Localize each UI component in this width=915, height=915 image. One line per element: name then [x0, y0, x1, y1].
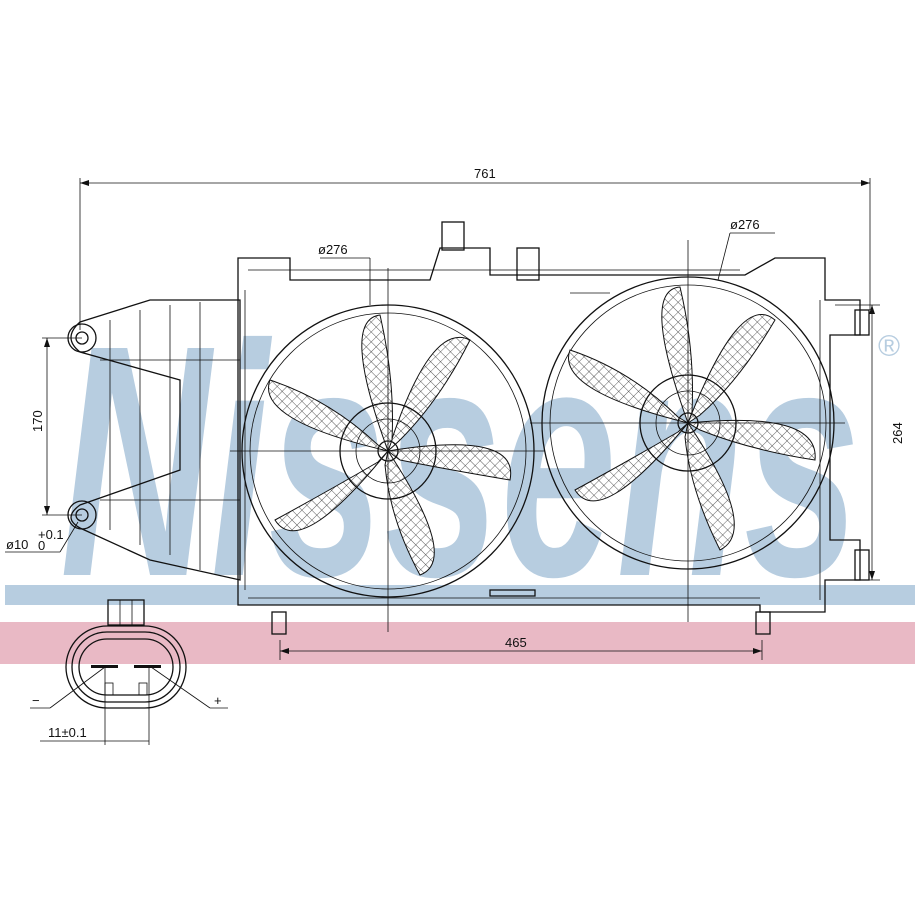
dimension-mount-hole: ø10 +0.1 0	[5, 521, 79, 553]
svg-text:ø276: ø276	[730, 217, 760, 232]
svg-text:170: 170	[30, 410, 45, 432]
fan-left: ø276	[230, 242, 545, 632]
watermark-pink-band	[0, 622, 915, 664]
svg-text:11±0.1: 11±0.1	[48, 725, 87, 740]
svg-text:0: 0	[38, 538, 45, 553]
svg-text:+0.1: +0.1	[38, 527, 64, 542]
svg-text:761: 761	[474, 166, 496, 181]
dimension-overall-width: 761	[79, 166, 871, 330]
electrical-connector: − + 11±0.1	[30, 599, 228, 745]
svg-text:465: 465	[505, 635, 527, 650]
watermark-blue-band	[5, 585, 915, 605]
dimension-bottom-spacing: 465	[279, 635, 763, 660]
svg-text:264: 264	[890, 422, 905, 444]
svg-text:−: −	[32, 693, 40, 708]
svg-text:ø10: ø10	[6, 537, 28, 552]
dimension-mount-spacing: 170	[30, 337, 82, 516]
fan-right: ø276	[530, 217, 845, 622]
fan-shroud	[237, 221, 870, 635]
svg-text:ø276: ø276	[318, 242, 348, 257]
registered-mark: ®	[878, 330, 900, 363]
svg-text:+: +	[214, 693, 222, 708]
mount-bracket-left	[67, 299, 241, 581]
